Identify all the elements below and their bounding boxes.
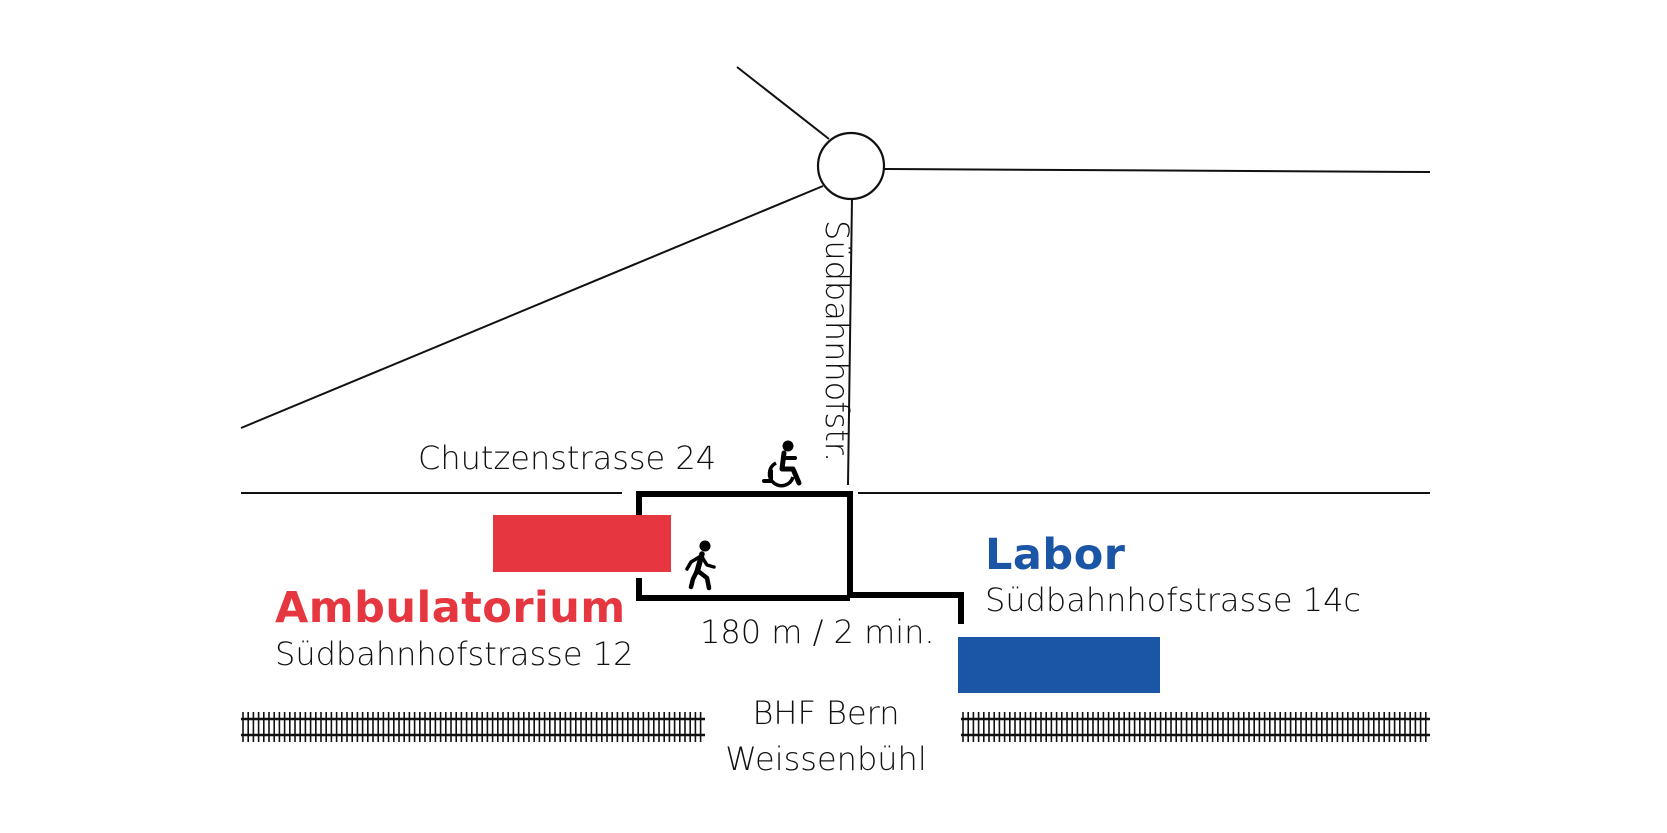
ambulatorium-address: Südbahnhofstrasse 12 [275, 635, 634, 673]
roundabout [816, 131, 886, 201]
railway-tracks [241, 712, 1430, 742]
ambulatorium-building [493, 515, 671, 572]
roads [240, 66, 1431, 494]
road-southwest [240, 185, 824, 429]
station-name-line2: Weissenbühl [725, 740, 927, 778]
walk-distance-label: 180 m / 2 min. [700, 613, 935, 651]
walking-route [636, 491, 964, 624]
station-label: BHF Bern Weissenbühl [705, 690, 947, 782]
station-name-line1: BHF Bern [752, 694, 900, 732]
walking-person-icon [685, 540, 716, 591]
labor-building [958, 637, 1160, 693]
road-east [883, 168, 1431, 173]
labor-address: Südbahnhofstrasse 14c [985, 581, 1362, 619]
road-suedbahnhofstrasse [847, 197, 853, 486]
wheelchair-icon [762, 440, 802, 488]
street-label-suedbahnhofstrasse: Südbahnhofstr. [818, 220, 856, 463]
road-northwest [736, 66, 830, 140]
walking-route-lower [636, 578, 850, 601]
railway-track-east [961, 712, 1430, 742]
entrance-address-label: Chutzenstrasse 24 [418, 439, 717, 477]
railway-track-west [241, 712, 705, 742]
ambulatorium-title: Ambulatorium [275, 583, 626, 633]
labor-title: Labor [985, 530, 1126, 580]
